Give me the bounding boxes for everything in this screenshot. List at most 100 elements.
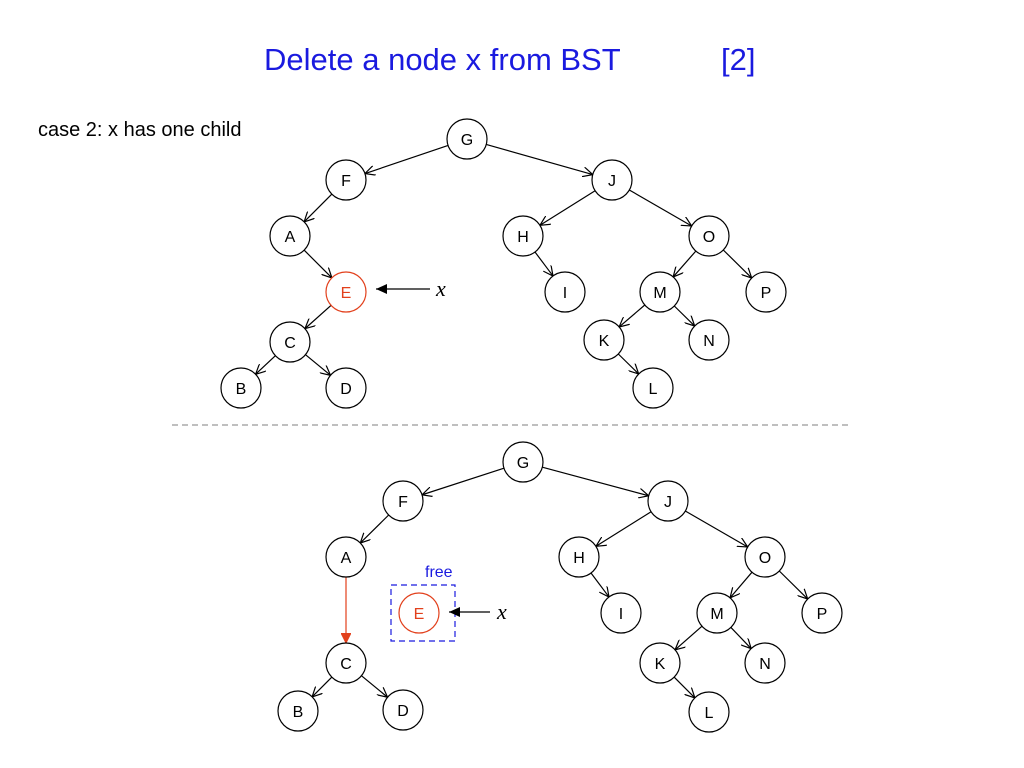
- node-label: C: [284, 335, 296, 352]
- node-circle: [639, 642, 681, 684]
- node-g: G: [446, 118, 488, 160]
- node-d: D: [382, 689, 424, 731]
- node-label: B: [236, 381, 247, 398]
- node-circle: [277, 690, 319, 732]
- node-label: L: [705, 705, 714, 722]
- node-circle: [558, 536, 600, 578]
- node-label: L: [649, 381, 658, 398]
- node-f: F: [325, 159, 367, 201]
- edge-o-p: [778, 570, 807, 598]
- node-a: A: [269, 215, 311, 257]
- edge-h-i: [534, 251, 552, 275]
- node-circle: [325, 271, 367, 313]
- title-number: [2]: [721, 42, 756, 77]
- node-label: P: [761, 285, 772, 302]
- node-label: C: [340, 656, 352, 673]
- node-label: H: [573, 550, 585, 567]
- node-label: E: [341, 285, 352, 302]
- node-label: N: [703, 333, 715, 350]
- node-o: O: [744, 536, 786, 578]
- edge-j-h: [597, 511, 652, 546]
- before-tree: G F J A E C B D H I O M P K N L: [220, 118, 787, 409]
- free-label: free: [425, 564, 453, 581]
- node-circle: [632, 367, 674, 409]
- node-label: E: [414, 606, 425, 623]
- node-m: M: [639, 271, 681, 313]
- edge-e-c: [306, 304, 332, 328]
- node-b: B: [220, 367, 262, 409]
- edge-c-b: [313, 676, 333, 696]
- node-n: N: [744, 642, 786, 684]
- node-i: I: [544, 271, 586, 313]
- node-circle: [325, 642, 367, 684]
- node-label: I: [619, 606, 623, 623]
- after-pointer: x: [449, 599, 507, 624]
- node-label: G: [461, 132, 473, 149]
- slide-title: Delete a node x from BST [2]: [0, 38, 1024, 82]
- node-circle: [688, 215, 730, 257]
- case-label: case 2: x has one child: [38, 119, 242, 141]
- edge-j-o: [685, 510, 747, 547]
- node-l: L: [632, 367, 674, 409]
- node-f: F: [382, 480, 424, 522]
- edge-g-f: [423, 467, 505, 494]
- node-circle: [744, 536, 786, 578]
- edge-c-b: [256, 355, 276, 374]
- node-label: F: [341, 173, 351, 190]
- edge-c-d: [361, 675, 386, 697]
- node-h: H: [558, 536, 600, 578]
- edge-o-m: [674, 250, 697, 276]
- pointer-symbol: x: [435, 276, 446, 301]
- edge-m-n: [730, 626, 751, 648]
- edge-o-m: [731, 571, 753, 597]
- node-circle: [600, 592, 642, 634]
- node-label: K: [599, 333, 610, 350]
- node-c: C: [269, 321, 311, 363]
- node-label: M: [653, 285, 666, 302]
- node-h: H: [502, 215, 544, 257]
- edge-m-k: [676, 625, 703, 649]
- node-m: M: [696, 592, 738, 634]
- edge-h-i: [590, 572, 608, 596]
- node-j: J: [591, 159, 633, 201]
- node-c: C: [325, 642, 367, 684]
- edge-m-n: [673, 305, 694, 325]
- node-circle: [688, 691, 730, 733]
- node-label: F: [398, 494, 408, 511]
- node-label: J: [664, 494, 672, 511]
- node-circle: [744, 642, 786, 684]
- edge-k-l: [617, 353, 638, 373]
- node-circle: [446, 118, 488, 160]
- node-circle: [382, 689, 424, 731]
- pointer-symbol: x: [496, 599, 507, 624]
- node-circle: [745, 271, 787, 313]
- node-label: P: [817, 606, 828, 623]
- edge-a-e: [303, 249, 331, 277]
- node-circle: [502, 441, 544, 483]
- node-circle: [382, 480, 424, 522]
- node-b: B: [277, 690, 319, 732]
- node-circle: [269, 215, 311, 257]
- node-o: O: [688, 215, 730, 257]
- node-label: D: [397, 703, 409, 720]
- node-label: N: [759, 656, 771, 673]
- node-circle: [325, 536, 367, 578]
- node-p: P: [801, 592, 843, 634]
- node-circle: [325, 159, 367, 201]
- node-circle: [688, 319, 730, 361]
- node-l: L: [688, 691, 730, 733]
- node-label: H: [517, 229, 529, 246]
- node-circle: [591, 159, 633, 201]
- node-label: I: [563, 285, 567, 302]
- node-circle: [220, 367, 262, 409]
- edge-k-l: [673, 676, 694, 697]
- node-label: A: [285, 229, 296, 246]
- edge-f-a: [305, 193, 333, 221]
- edge-g-f: [366, 144, 449, 173]
- node-circle: [583, 319, 625, 361]
- edge-j-o: [629, 189, 691, 226]
- node-i: I: [600, 592, 642, 634]
- node-circle: [398, 592, 440, 634]
- node-d: D: [325, 367, 367, 409]
